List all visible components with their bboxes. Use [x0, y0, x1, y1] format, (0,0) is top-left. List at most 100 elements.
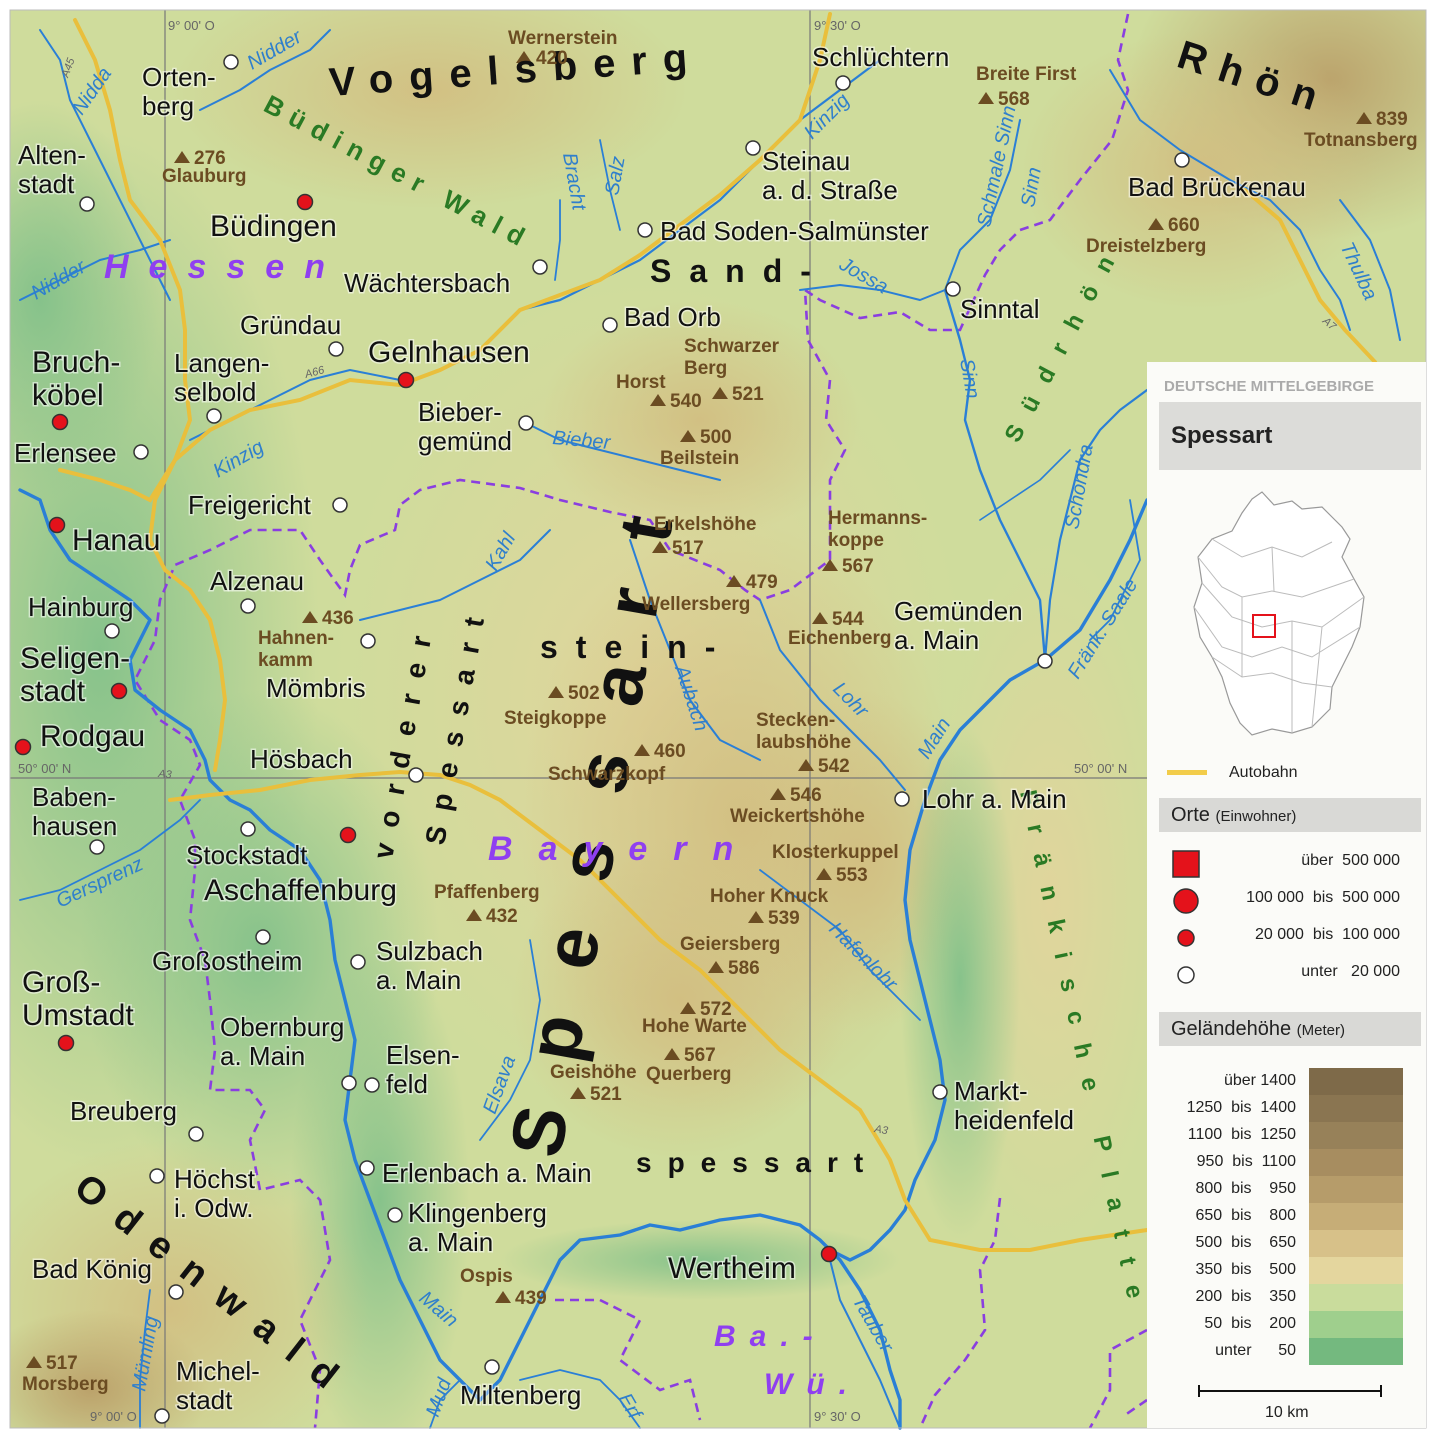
autobahn-legend-icon	[1167, 770, 1207, 775]
peak-elevation: 539	[768, 908, 800, 929]
town-marker-icon	[637, 222, 653, 238]
elev-swatch	[1309, 1122, 1403, 1149]
peak-name: Ospis	[460, 1266, 513, 1287]
state-label-bawue-1: Ba.-	[714, 1320, 827, 1353]
elev-swatch	[1309, 1230, 1403, 1257]
peak-triangle-icon	[680, 430, 696, 442]
elev-class-label: unter 50	[1215, 1342, 1296, 1359]
legend-title-band: Spessart	[1159, 402, 1421, 470]
town-marker-icon	[745, 140, 761, 156]
town-marker-icon	[168, 1284, 184, 1300]
peak-triangle-icon	[680, 1002, 696, 1014]
town-marker-icon	[255, 929, 271, 945]
town-marker-icon	[387, 1207, 403, 1223]
town-markers	[14, 54, 1190, 1424]
peak-triangle-icon	[516, 51, 532, 63]
peak-elevation: 542	[818, 756, 850, 777]
peak-elevation: 521	[732, 384, 764, 405]
peak-elevation: 568	[998, 89, 1030, 110]
orte-class-label: unter 20 000	[1301, 963, 1400, 980]
town-labels: Orten-bergAlten-stadtBüdingenWächtersbac…	[13, 41, 1308, 1417]
peak-name: Dreistelzberg	[1086, 236, 1206, 257]
town-marker-icon	[1174, 152, 1190, 168]
town-marker-icon	[339, 826, 357, 844]
town-label: Bad Soden-Salmünster	[660, 216, 929, 246]
orte-symbol-icon	[1177, 929, 1195, 947]
town-marker-icon	[359, 1160, 375, 1176]
peak-elevation: 276	[194, 148, 226, 169]
town-label: Breuberg	[70, 1096, 177, 1126]
peak-name: Erkelshöhe	[654, 514, 756, 535]
legend-series-title: DEUTSCHE MITTELGEBIRGE	[1164, 378, 1375, 395]
legend-orte-title: Orte (Einwohner)	[1171, 804, 1296, 827]
town-label: Langen-selbold	[174, 348, 269, 407]
town-label: Erlenbach a. Main	[382, 1158, 592, 1188]
town-marker-icon	[89, 839, 105, 855]
state-labels: Hessen Bayern Ba.- Wü.	[104, 248, 847, 1401]
peak-name: Querberg	[646, 1064, 732, 1085]
elev-class-label: 950 bis 1100	[1196, 1153, 1296, 1170]
peak-elevation: 420	[536, 48, 568, 69]
town-label: Stockstadt	[186, 840, 308, 870]
peak-triangle-icon	[1356, 112, 1372, 124]
town-label: Bad Orb	[624, 302, 721, 332]
peak-triangle-icon	[548, 686, 564, 698]
grid-label-lon-left-top: 9° 00' O	[168, 18, 215, 33]
peak-elevation: 517	[46, 1353, 78, 1374]
town-marker-icon	[51, 413, 69, 431]
town-label: Hanau	[72, 524, 160, 557]
elev-class-label: 500 bis 650	[1195, 1234, 1296, 1251]
town-marker-icon	[518, 415, 534, 431]
elev-swatch	[1309, 1338, 1403, 1365]
road-label: A66	[303, 364, 327, 381]
town-label: Lohr a. Main	[922, 784, 1067, 814]
germany-locator-map	[1193, 491, 1365, 736]
legend-elev-title: Geländehöhe (Meter)	[1171, 1018, 1345, 1041]
peak-triangle-icon	[634, 744, 650, 756]
elev-swatch	[1309, 1203, 1403, 1230]
town-label: Bieber-gemünd	[418, 397, 512, 456]
town-marker-icon	[296, 193, 314, 211]
peak-elevation: 460	[654, 741, 686, 762]
town-marker-icon	[14, 738, 32, 756]
town-label: Bad Brückenau	[1128, 172, 1306, 202]
town-marker-icon	[57, 1034, 75, 1052]
elev-class-label: 800 bis 950	[1195, 1180, 1296, 1197]
town-label: Orten-berg	[142, 62, 216, 121]
grid-label-lon-right-bottom: 9° 30' O	[814, 1409, 861, 1424]
peak-name: Hermanns-koppe	[828, 508, 927, 551]
town-label: Gelnhausen	[368, 336, 530, 369]
town-label: Elsen-feld	[386, 1040, 460, 1099]
peak-triangle-icon	[26, 1356, 42, 1368]
legend-elev-band: Geländehöhe (Meter)	[1159, 1012, 1421, 1046]
town-marker-icon	[149, 1168, 165, 1184]
town-label: Freigericht	[188, 490, 312, 520]
grid-label-lon-right-top: 9° 30' O	[814, 18, 861, 33]
elev-swatch	[1309, 1176, 1403, 1203]
peak-triangle-icon	[816, 868, 832, 880]
peak-triangle-icon	[770, 788, 786, 800]
town-label: Mömbris	[266, 673, 366, 703]
autobahn-legend-label: Autobahn	[1229, 764, 1298, 781]
peak-elevation: 432	[486, 906, 518, 927]
peak-name: Hohe Warte	[642, 1016, 747, 1037]
town-label: Alten-stadt	[18, 140, 86, 199]
peak-name: Stecken-laubshöhe	[756, 710, 851, 753]
peak-triangle-icon	[822, 559, 838, 571]
town-label: Büdingen	[210, 210, 337, 243]
peak-elevation: 567	[684, 1045, 716, 1066]
orte-class-label: 20 000 bis 100 000	[1254, 926, 1400, 943]
grid-label-lat-left: 50° 00' N	[18, 761, 71, 776]
town-label: Sinntal	[960, 294, 1040, 324]
peak-name: Wernerstein	[508, 28, 617, 49]
peak-elevation: 553	[836, 865, 868, 886]
town-marker-icon	[350, 954, 366, 970]
locator-marker-icon	[1252, 614, 1276, 638]
town-marker-icon	[240, 821, 256, 837]
peak-elevation: 502	[568, 683, 600, 704]
peak-triangle-icon	[812, 612, 828, 624]
